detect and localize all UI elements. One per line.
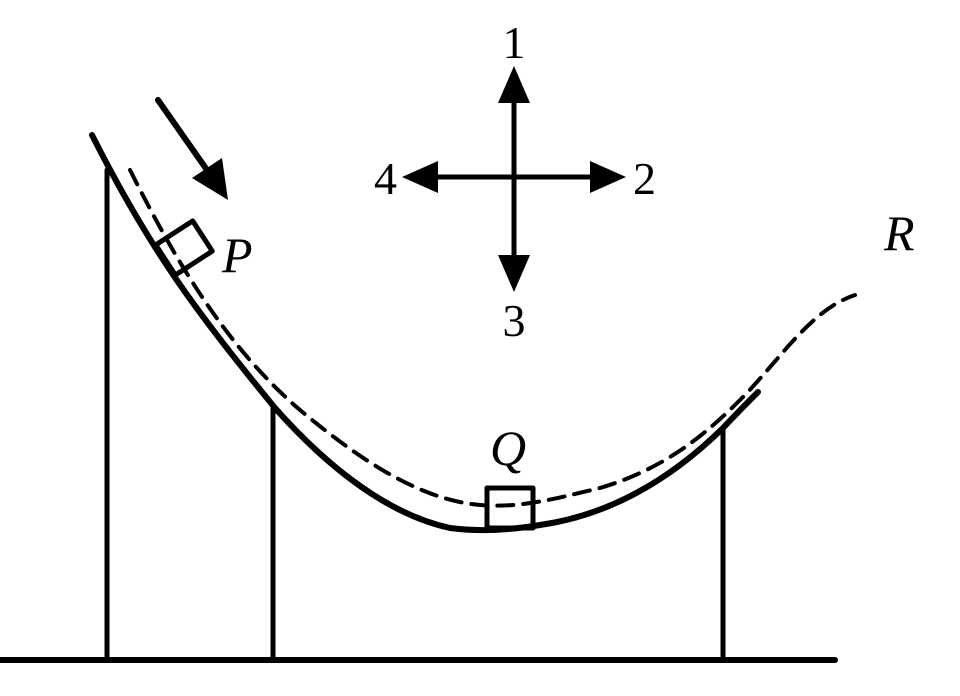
label-dir-up: 1 — [503, 17, 526, 68]
label-point-r: R — [883, 205, 915, 261]
block-p — [153, 218, 215, 278]
arrow-up-icon — [498, 66, 530, 103]
arrow-down-icon — [498, 255, 530, 292]
label-dir-right: 2 — [633, 153, 656, 204]
arrow-right-icon — [590, 161, 626, 193]
trajectory-dashed — [128, 168, 857, 508]
track-curve — [89, 132, 761, 534]
block-q — [484, 485, 536, 531]
label-dir-down: 3 — [503, 295, 526, 346]
label-block-q: Q — [490, 420, 526, 476]
label-block-p: P — [221, 227, 253, 283]
push-arrow — [155, 97, 217, 183]
arrow-left-icon — [402, 161, 438, 193]
label-dir-left: 4 — [374, 153, 397, 204]
direction-compass — [402, 66, 626, 292]
push-arrow-head — [192, 158, 228, 200]
